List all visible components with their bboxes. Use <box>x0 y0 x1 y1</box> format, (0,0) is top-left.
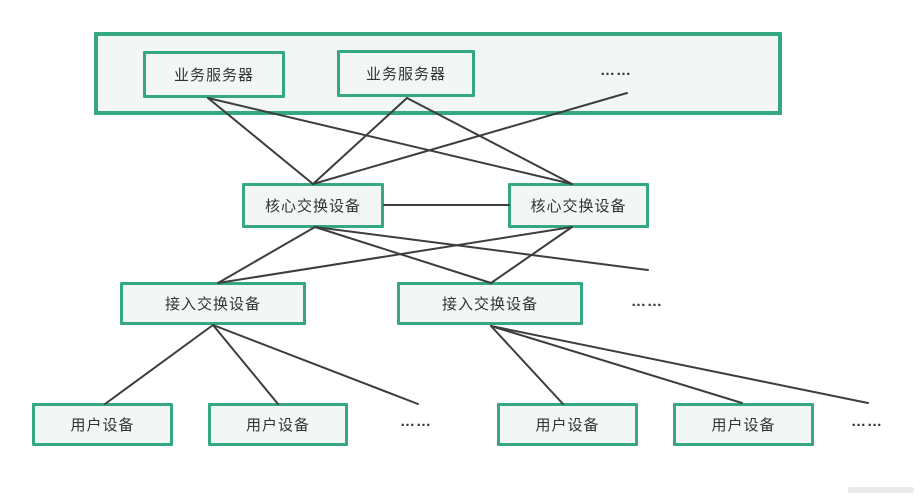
node-business-server-2: 业务服务器 <box>337 50 475 97</box>
node-access-switch-2: 接入交换设备 <box>397 282 583 325</box>
node-user-device-1: 用户设备 <box>32 403 173 446</box>
node-label: 接入交换设备 <box>164 296 261 313</box>
node-label: 用户设备 <box>711 417 776 434</box>
node-core-switch-2: 核心交换设备 <box>508 183 649 228</box>
ellipsis-more-servers: …… <box>600 62 632 79</box>
node-core-switch-1: 核心交换设备 <box>242 183 384 228</box>
node-label: 核心交换设备 <box>530 198 627 215</box>
ellipsis-more-access-switches: …… <box>631 293 663 310</box>
node-label: 接入交换设备 <box>441 296 538 313</box>
node-access-switch-1: 接入交换设备 <box>120 282 306 325</box>
node-label: 业务服务器 <box>365 66 446 83</box>
node-user-device-4: 用户设备 <box>673 403 814 446</box>
ellipsis-more-user-devices-right: …… <box>851 413 883 430</box>
node-label: 用户设备 <box>70 417 135 434</box>
ellipsis-more-user-devices-left: …… <box>400 413 432 430</box>
node-label: 业务服务器 <box>173 67 254 84</box>
node-user-device-2: 用户设备 <box>208 403 348 446</box>
watermark <box>848 487 914 493</box>
node-label: 核心交换设备 <box>264 198 361 215</box>
node-label: 用户设备 <box>245 417 310 434</box>
node-label: 用户设备 <box>535 417 600 434</box>
node-user-device-3: 用户设备 <box>497 403 638 446</box>
node-business-server-1: 业务服务器 <box>143 51 285 98</box>
